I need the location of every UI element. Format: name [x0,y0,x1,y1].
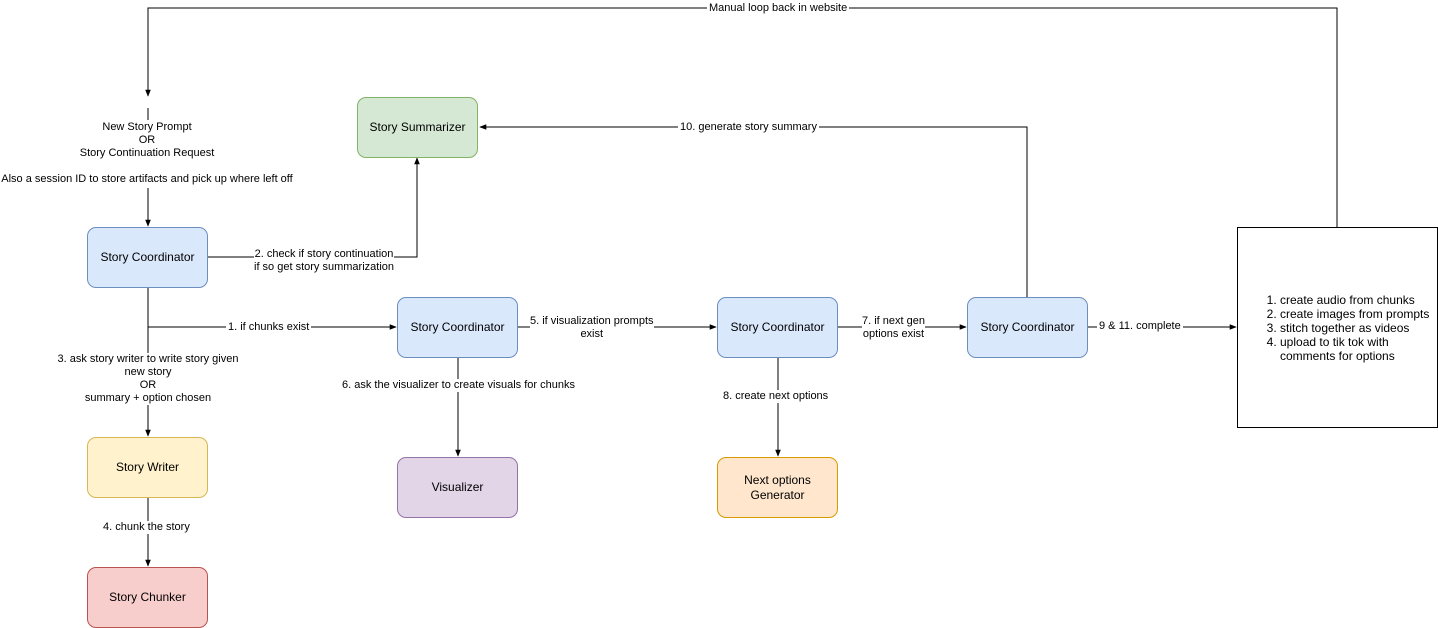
final-steps-list: create audio from chunks create images f… [1238,293,1437,363]
ask-writer-line4: summary + option chosen [84,392,212,404]
final-step: create audio from chunks [1280,293,1437,307]
final-step: stitch together as videos [1280,321,1437,335]
check-continuation-line2: if so get story summarization [254,261,394,273]
ask-writer-line3: OR [139,379,157,391]
viz-prompts-line2: exist [580,328,604,340]
ask-visualizer-label: 6. ask the visualizer to create visuals … [340,379,577,392]
loop-back-label: Manual loop back in website [707,2,850,15]
story-chunker-label: Story Chunker [109,590,186,604]
final-step: upload to tik tok with comments for opti… [1280,335,1437,363]
story-coordinator-label: Story Coordinator [410,320,505,334]
story-coordinator-label: Story Coordinator [100,250,195,264]
next-gen-line2: options exist [862,328,925,340]
story-writer-label: Story Writer [115,460,180,474]
check-continuation-label: 2. check if story continuation if so get… [254,248,394,274]
next-options-label-line2: Generator [750,487,805,502]
story-summarizer-node[interactable]: Story Summarizer [357,97,478,158]
viz-prompts-line1: 5. if visualization prompts [530,315,654,327]
chunks-exist-label: 1. if chunks exist [226,321,312,334]
visualizer-node[interactable]: Visualizer [397,457,518,518]
story-summarizer-label: Story Summarizer [369,120,466,134]
next-options-label-line1: Next options [744,472,811,487]
loop-back-arrow [145,7,1338,227]
next-gen-label: 7. if next gen options exist [862,315,925,341]
complete-label: 9 & 11. complete [1097,320,1183,333]
story-coordinator-node-4[interactable]: Story Coordinator [967,297,1088,358]
final-step: create images from prompts [1280,307,1437,321]
next-options-generator-node[interactable]: Next options Generator [717,457,838,518]
viz-prompts-label: 5. if visualization prompts exist [530,315,654,341]
final-steps-box[interactable]: create audio from chunks create images f… [1237,227,1438,428]
ask-writer-line1: 3. ask story writer to write story given [57,353,239,365]
story-coordinator-node-2[interactable]: Story Coordinator [397,297,518,358]
story-coordinator-label: Story Coordinator [730,320,825,334]
story-writer-node[interactable]: Story Writer [87,437,208,498]
input-line-2: OR [138,134,156,146]
ask-writer-label: 3. ask story writer to write story given… [52,353,244,405]
visualizer-label: Visualizer [431,480,484,494]
input-line-4: Also a session ID to store artifacts and… [1,173,293,185]
summary-arrow [479,124,1028,297]
input-line-1: New Story Prompt [102,121,192,133]
input-description: New Story Prompt OR Story Continuation R… [0,121,294,186]
next-gen-line1: 7. if next gen [862,315,925,327]
input-line-3: Story Continuation Request [79,147,215,159]
create-next-label: 8. create next options [721,390,831,403]
ask-writer-line2: new story [124,366,172,378]
chunk-story-label: 4. chunk the story [101,521,192,534]
story-coordinator-node-3[interactable]: Story Coordinator [717,297,838,358]
check-continuation-line1: 2. check if story continuation [254,248,394,260]
story-chunker-node[interactable]: Story Chunker [87,567,208,628]
summary-label: 10. generate story summary [678,121,819,134]
story-coordinator-node-1[interactable]: Story Coordinator [87,227,208,288]
story-coordinator-label: Story Coordinator [980,320,1075,334]
